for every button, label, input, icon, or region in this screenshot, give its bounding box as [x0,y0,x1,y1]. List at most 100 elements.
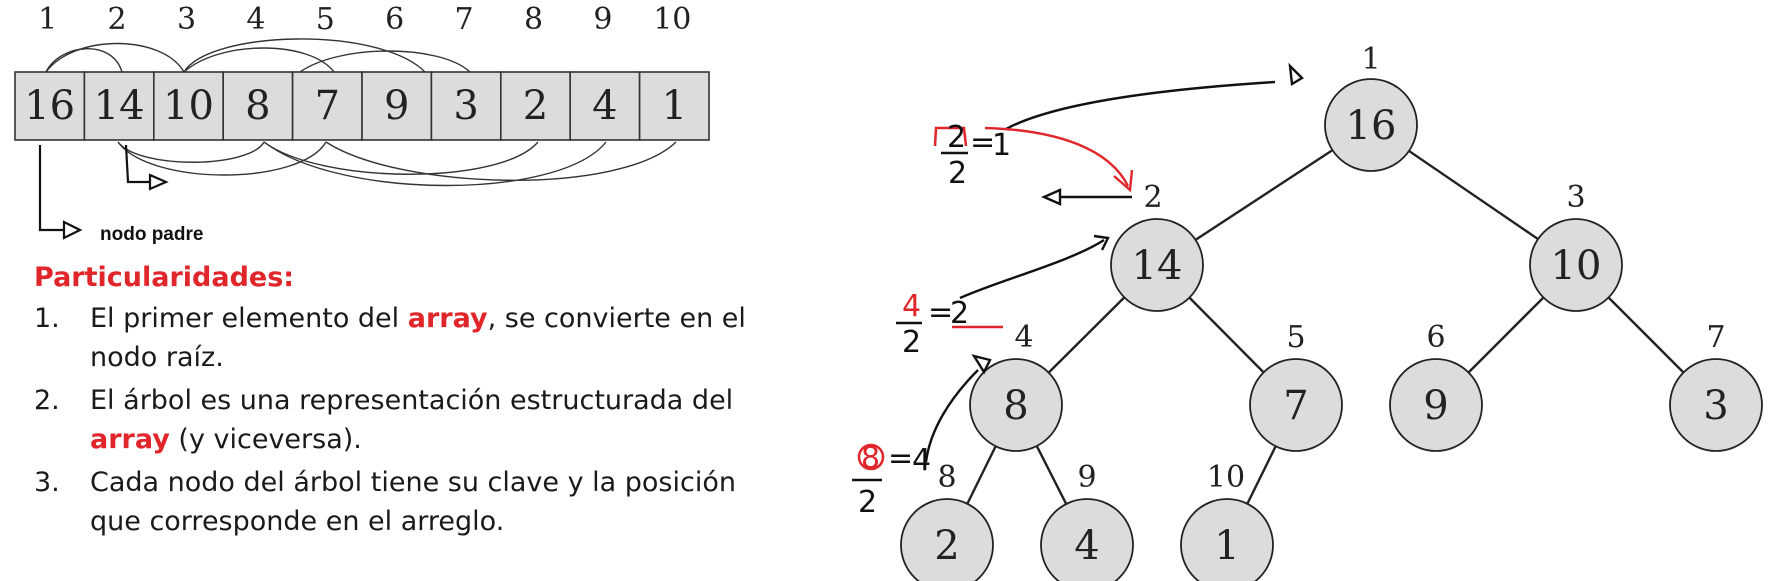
tree-edge [966,445,997,505]
array-cell-value: 16 [24,83,75,129]
array-cell: 7 [291,71,363,141]
array-index: 8 [524,2,543,37]
array-arc [263,141,607,187]
calc-low-num: 8 [861,441,880,476]
node-key: 3 [1703,383,1728,429]
calc-low-result: 4 [912,443,931,478]
node-index: 7 [1706,320,1725,355]
array-cell-value: 2 [523,83,548,129]
array-cell: 2 [499,71,571,141]
arrowhead-icon [1041,188,1062,206]
arrowhead-icon [1093,234,1110,251]
array-arc [183,47,335,73]
tree-node: 1 10 [1180,460,1274,581]
tree-edge [1467,296,1545,374]
node-key: 4 [1074,523,1099,569]
node-key: 10 [1551,243,1602,289]
node-circle [900,498,994,581]
array-index: 1 [38,2,57,37]
array-cell: 1 [638,71,710,141]
tree-edge [1035,445,1068,505]
tree-node: 161 [1324,42,1418,172]
tree-edges [966,149,1685,505]
node-circle [1389,358,1483,452]
nodo-padre-label: nodo padre [100,224,203,245]
array-arc [45,42,185,73]
array-arc [325,141,677,181]
arrow-to-node-4 [924,369,979,463]
node-key: 14 [1132,243,1183,289]
arrow-to-node-2 [959,238,1105,300]
list-item: 2. El árbol es una representación estruc… [34,385,734,455]
tree-node: 75 [1249,320,1343,452]
particularidades-section: Particularidades: 1. El primer elemento … [34,262,794,545]
node-index: 2 [1143,180,1162,215]
tree-node: 37 [1669,320,1763,452]
node-key: 7 [1283,383,1308,429]
node-index: 4 [1014,320,1033,355]
arrowhead-icon [62,220,83,240]
tree-node: 14 2 [1110,180,1204,312]
node-circle [1040,498,1134,581]
node-key: 9 [1423,383,1448,429]
array-arc [263,141,539,175]
node-index: 9 [1077,460,1096,495]
array-index: 2 [108,2,127,37]
arrowhead-icon [1113,169,1134,193]
array-cell: 9 [361,71,433,141]
array-cell-value: 10 [163,83,214,129]
array-cell: 10 [153,71,225,141]
array-arc [45,48,123,73]
array-cell: 4 [569,71,641,141]
array-arc [117,141,265,163]
array-index: 9 [593,2,612,37]
array-index: 5 [316,2,335,37]
array-cell-value: 9 [384,83,409,129]
node-circle [1529,218,1623,312]
array-cell-value: 14 [94,83,145,129]
notes-list: 1. El primer elemento del array, se conv… [34,299,794,541]
node-index: 3 [1566,180,1585,215]
svg-text:=: = [928,295,953,330]
array-arc [117,141,327,176]
array-cell: 3 [430,71,502,141]
array-cell: 14 [83,71,155,141]
calc-mid-result: 2 [950,296,969,331]
arrowhead-icon [1288,62,1304,86]
array-index: 7 [455,2,474,37]
node-circle [1324,78,1418,172]
list-item: 3. Cada nodo del árbol tiene su clave y … [34,467,736,537]
array-cell-value: 4 [592,83,617,129]
array-index: 4 [246,2,265,37]
node-key: 8 [1003,383,1028,429]
array-arc [183,38,426,73]
calc-top-num: 2 [947,120,966,155]
svg-text:=: = [970,125,995,160]
node-circle [1249,358,1343,452]
red-arrow-to-node-2 [984,126,1130,187]
array-handwritten-arrows [38,144,169,240]
node-key: 1 [1214,523,1239,569]
array-cell: 16 [14,71,86,141]
section-heading: Particularidades: [34,262,295,293]
tree-node: 84 [969,320,1063,452]
node-index: 6 [1426,320,1445,355]
arrow-to-root [1005,80,1276,131]
array-cell-value: 1 [662,83,687,129]
array-cell-value: 7 [315,83,340,129]
node-index: 10 [1207,460,1245,495]
node-key: 16 [1346,103,1397,149]
svg-text:=: = [888,441,913,476]
array-index: 3 [177,2,196,37]
array-cell-value: 8 [245,83,270,129]
array-index: 6 [385,2,404,37]
arrow-to-parent [38,145,64,232]
array-cell-value: 3 [453,83,478,129]
tree-node: 28 [900,460,994,581]
node-circle [1669,358,1763,452]
list-item: 1. El primer elemento del array, se conv… [34,303,746,373]
